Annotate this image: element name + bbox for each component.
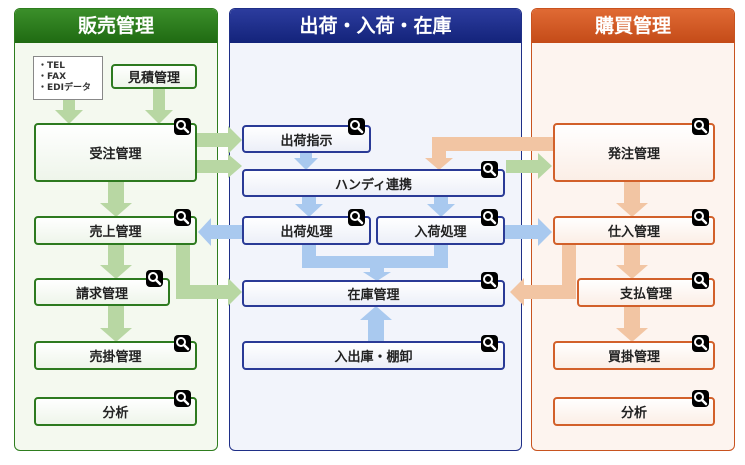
sales-analysis-box[interactable]: 分析 [34, 397, 197, 426]
magnifier-icon[interactable] [481, 335, 498, 352]
order-receiving-label: 受注管理 [89, 147, 142, 162]
ship-process-box[interactable]: 出荷処理 [242, 216, 371, 245]
payables-management-box[interactable]: 買掛管理 [553, 341, 715, 370]
arrow-payment-to-payables [616, 307, 648, 342]
purchasing-panel-title: 購買管理 [532, 9, 734, 43]
ship-instruction-label: 出荷指示 [280, 133, 333, 149]
inventory-management-box[interactable]: 在庫管理 [242, 280, 505, 307]
sales-label: 売上管理 [89, 225, 142, 240]
purchasing-analysis-label: 分析 [620, 406, 647, 421]
magnifier-icon[interactable] [174, 335, 191, 352]
arrow-note-to-order [55, 100, 83, 124]
purchase-label: 仕入管理 [607, 225, 660, 240]
note-line-tel: ・TEL [38, 61, 66, 71]
payment-label: 支払管理 [619, 287, 672, 302]
arrow-instruction-to-handy [294, 152, 318, 170]
receive-process-box[interactable]: 入荷処理 [376, 216, 505, 245]
billing-label: 請求管理 [75, 286, 128, 302]
arrow-ordering-to-handy [425, 137, 553, 170]
sales-panel-title: 販売管理 [15, 9, 217, 43]
stocktaking-label: 入出庫・棚卸 [334, 350, 413, 365]
arrow-order-to-handy [196, 154, 242, 178]
magnifier-icon[interactable] [174, 390, 191, 407]
magnifier-icon[interactable] [481, 161, 498, 178]
arrow-process-to-inventory [302, 245, 448, 281]
shipping-panel-title: 出荷・入荷・在庫 [230, 9, 521, 43]
handy-integration-box[interactable]: ハンディ連携 [242, 169, 505, 197]
magnifier-icon[interactable] [174, 118, 191, 135]
magnifier-icon[interactable] [174, 209, 191, 226]
sales-analysis-label: 分析 [102, 406, 129, 421]
estimate-label: 見積管理 [127, 71, 180, 86]
order-receiving-box[interactable]: 受注管理 [34, 123, 197, 182]
magnifier-icon[interactable] [481, 272, 498, 289]
arrow-sales-to-inventory [176, 245, 242, 306]
stocktaking-box[interactable]: 入出庫・棚卸 [242, 341, 505, 370]
arrow-sales-to-billing [100, 245, 132, 279]
ship-process-label: 出荷処理 [280, 225, 333, 240]
ship-instruction-box[interactable]: 出荷指示 [242, 125, 371, 153]
ordering-label: 発注管理 [607, 147, 660, 162]
magnifier-icon[interactable] [692, 390, 709, 407]
receive-process-label: 入荷処理 [414, 225, 467, 240]
payables-label: 買掛管理 [607, 350, 660, 365]
arrow-ship-to-sales [198, 218, 243, 246]
magnifier-icon[interactable] [481, 209, 498, 226]
estimate-management-box[interactable]: 見積管理 [111, 64, 197, 89]
purchase-management-box[interactable]: 仕入管理 [553, 216, 715, 245]
payment-management-box[interactable]: 支払管理 [577, 278, 715, 307]
order-channels-note: ・TEL ・FAX ・EDIデータ [33, 56, 103, 100]
arrow-handy-to-ship [295, 197, 323, 217]
arrow-stocktaking-to-inventory [360, 306, 392, 342]
arrow-purchase-to-payment [616, 245, 648, 279]
purchasing-analysis-box[interactable]: 分析 [553, 397, 715, 426]
arrow-ordering-to-purchase [616, 182, 648, 217]
arrow-billing-to-receivables [100, 306, 132, 342]
magnifier-icon[interactable] [692, 209, 709, 226]
receivables-management-box[interactable]: 売掛管理 [34, 341, 197, 370]
arrow-purchase-to-inventory [510, 245, 576, 306]
handy-label: ハンディ連携 [334, 177, 413, 193]
sales-management-box[interactable]: 売上管理 [34, 216, 197, 245]
magnifier-icon[interactable] [146, 270, 163, 287]
magnifier-icon[interactable] [348, 209, 365, 226]
inventory-label: 在庫管理 [347, 288, 400, 303]
arrow-order-to-ship-instruction [196, 126, 242, 154]
arrow-estimate-to-order [145, 88, 173, 124]
arrow-order-to-sales [100, 182, 132, 217]
magnifier-icon[interactable] [692, 272, 709, 289]
arrow-handy-to-receive [427, 197, 455, 217]
arrow-receive-to-purchase [504, 218, 552, 246]
note-line-fax: ・FAX [38, 72, 67, 82]
magnifier-icon[interactable] [348, 118, 365, 135]
magnifier-icon[interactable] [692, 335, 709, 352]
ordering-management-box[interactable]: 発注管理 [553, 123, 715, 182]
arrow-handy-to-ordering [506, 153, 552, 179]
receivables-label: 売掛管理 [89, 350, 142, 365]
note-line-edi: ・EDIデータ [38, 83, 91, 93]
magnifier-icon[interactable] [692, 118, 709, 135]
